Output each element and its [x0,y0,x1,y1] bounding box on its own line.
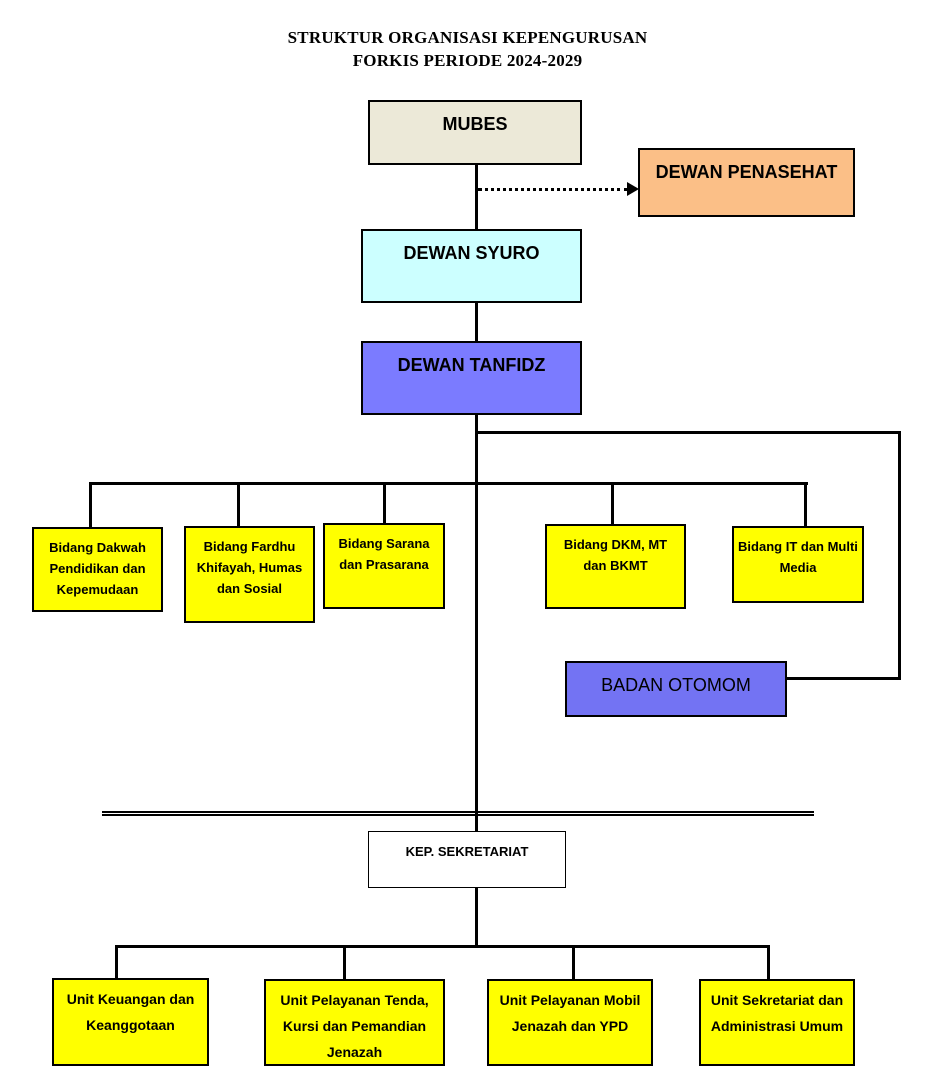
bidang-box-1: Bidang Dakwah Pendidikan dan Kepemudaan [32,527,163,612]
bidang-box-5: Bidang IT dan Multi Media [732,526,864,603]
unit-label-3: Unit Pelayanan Mobil Jenazah dan YPD [499,992,641,1034]
unit-drop-3 [572,945,575,980]
advisor-dotted-line [478,188,628,191]
advisor-arrow-icon [627,182,639,196]
dewan-penasehat-box: DEWAN PENASEHAT [638,148,855,217]
trunk-line-lower [475,886,478,948]
bidang-label-4: Bidang DKM, MT dan BKMT [563,537,668,573]
unit-bus-line [115,945,770,948]
syuro-tanfidz-line [475,302,478,342]
section-separator [102,811,814,816]
kep-sekretariat-box: KEP. SEKRETARIAT [368,831,566,888]
unit-label-1: Unit Keuangan dan Keanggotaan [66,991,195,1033]
trunk-line [475,413,478,831]
bidang-label-5: Bidang IT dan Multi Media [738,539,858,575]
otonom-top-line [478,431,900,434]
bidang-drop-1 [89,482,92,528]
main-vertical-line [475,164,478,230]
title-line-2: FORKIS PERIODE 2024-2029 [352,51,583,70]
bidang-drop-3 [383,482,386,524]
bidang-label-1: Bidang Dakwah Pendidikan dan Kepemudaan [49,540,146,597]
dewan-tanfidz-box: DEWAN TANFIDZ [361,341,582,415]
chart-title: STRUKTUR ORGANISASI KEPENGURUSAN FORKIS … [0,26,935,72]
bidang-label-3: Bidang Sarana dan Prasarana [338,536,430,572]
dewan-syuro-box: DEWAN SYURO [361,229,582,303]
mubes-label: MUBES [442,114,508,134]
bidang-box-4: Bidang DKM, MT dan BKMT [545,524,686,609]
dewan-penasehat-label: DEWAN PENASEHAT [655,162,838,182]
title-line-1: STRUKTUR ORGANISASI KEPENGURUSAN [287,28,648,47]
unit-drop-4 [767,945,770,980]
unit-box-2: Unit Pelayanan Tenda, Kursi dan Pemandia… [264,979,445,1066]
dewan-tanfidz-label: DEWAN TANFIDZ [397,355,546,375]
unit-drop-2 [343,945,346,980]
bidang-drop-2 [237,482,240,527]
unit-box-1: Unit Keuangan dan Keanggotaan [52,978,209,1066]
unit-box-4: Unit Sekretariat dan Administrasi Umum [699,979,855,1066]
unit-label-4: Unit Sekretariat dan Administrasi Umum [710,992,844,1034]
dewan-syuro-label: DEWAN SYURO [403,243,540,263]
bidang-box-3: Bidang Sarana dan Prasarana [323,523,445,609]
unit-label-2: Unit Pelayanan Tenda, Kursi dan Pemandia… [280,992,429,1060]
unit-drop-1 [115,945,118,979]
bidang-drop-5 [804,482,807,527]
bidang-bus-line [89,482,808,485]
badan-otonom-box: BADAN OTOMOM [565,661,787,717]
otonom-bottom-line [786,677,901,680]
bidang-box-2: Bidang Fardhu Khifayah, Humas dan Sosial [184,526,315,623]
otonom-right-line [898,431,901,678]
kep-sekretariat-label: KEP. SEKRETARIAT [405,844,529,859]
badan-otonom-label: BADAN OTOMOM [601,675,751,695]
bidang-label-2: Bidang Fardhu Khifayah, Humas dan Sosial [196,539,303,596]
unit-box-3: Unit Pelayanan Mobil Jenazah dan YPD [487,979,653,1066]
bidang-drop-4 [611,482,614,525]
mubes-box: MUBES [368,100,582,165]
